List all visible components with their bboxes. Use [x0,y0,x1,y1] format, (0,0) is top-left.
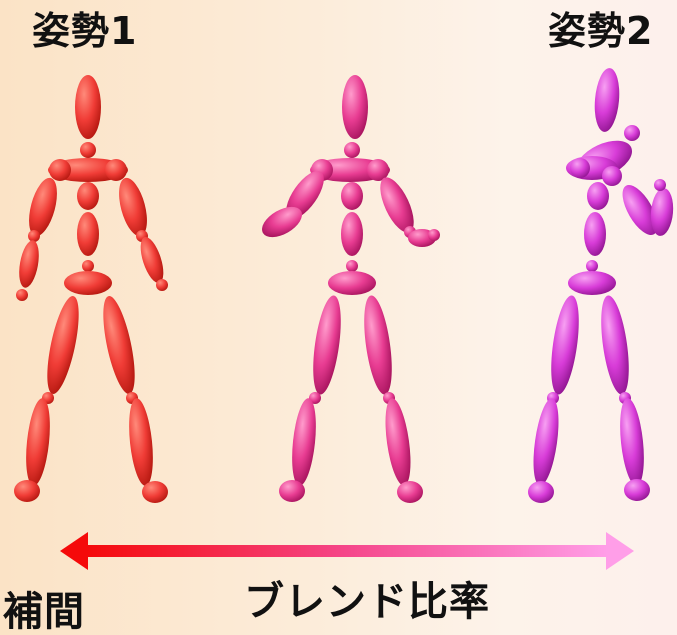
pose1-figure [14,75,168,503]
pose2-figure [528,68,674,503]
pose1-label: 姿勢1 [32,9,138,53]
pose-mid-figure [262,75,440,503]
interpolation-label: :補間 [0,589,85,635]
blend-arrow [60,532,634,570]
pose2-label: 姿勢2 [548,9,654,53]
blend-ratio-label: ブレンド比率 [244,579,490,625]
